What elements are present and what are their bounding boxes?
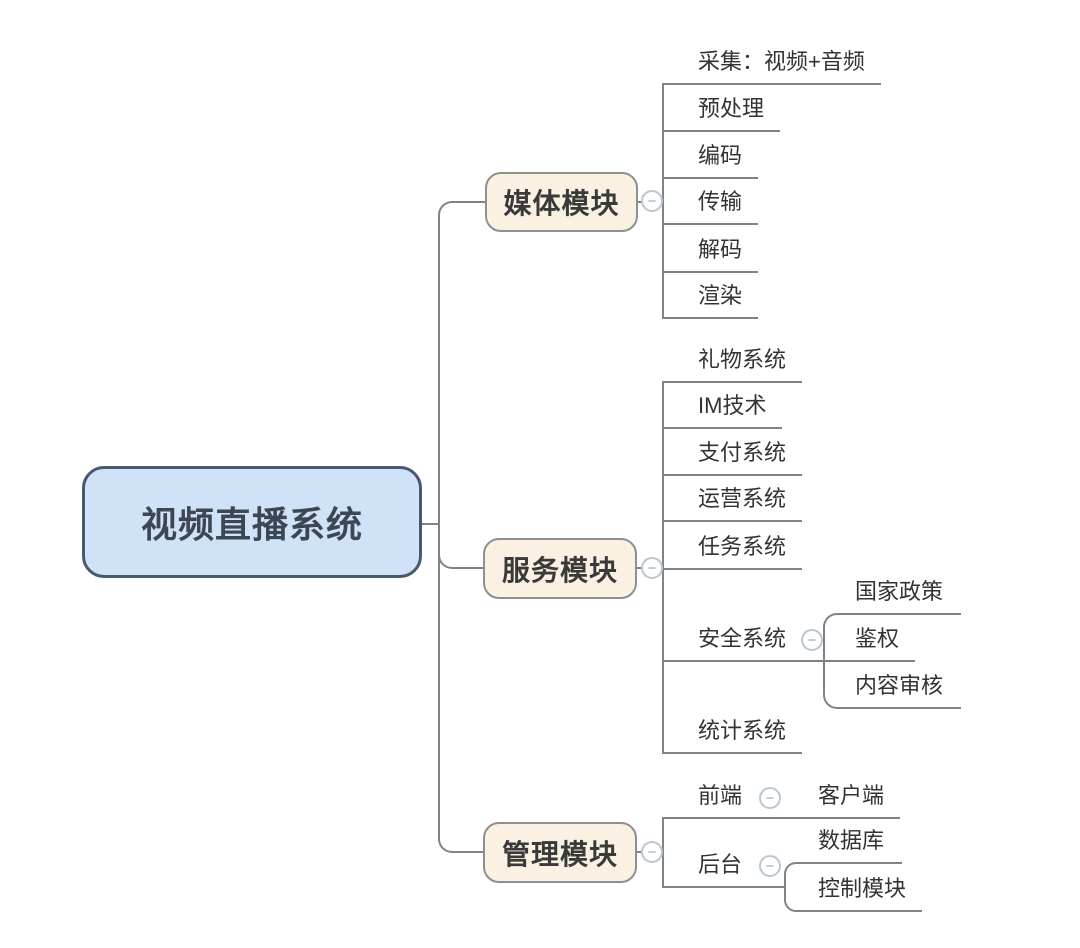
topic-statistics-system[interactable]: 统计系统 [663,716,803,754]
topic-render[interactable]: 渲染 [663,281,759,319]
topic-operation-system[interactable]: 运营系统 [663,484,803,522]
topic-national-policy[interactable]: 国家政策 [855,579,944,604]
branch-node-service[interactable]: 服务模块 [483,538,637,599]
branch-node-management[interactable]: 管理模块 [483,822,637,883]
minus-icon: − [647,192,657,210]
minus-icon: − [647,843,657,861]
root-node-label: 视频直播系统 [140,504,363,545]
topic-content-review[interactable]: 内容审核 [855,673,944,698]
minus-icon: − [807,631,817,649]
connector-service-curve [438,554,483,569]
connector-control-module-ext [884,910,922,912]
topic-database[interactable]: 数据库 [818,828,885,853]
topic-frontend[interactable]: 前端 [663,781,790,819]
topic-backend[interactable]: 后台 [663,850,784,888]
collapse-button-backend[interactable]: − [759,855,781,877]
collapse-button-frontend[interactable]: − [759,787,781,809]
topic-client[interactable]: 客户端 [790,781,901,819]
connector-root-trunk [422,523,438,525]
connector-media-spine [662,83,664,319]
topic-decode[interactable]: 解码 [663,235,759,273]
root-node[interactable]: 视频直播系统 [82,466,422,578]
topic-task-system[interactable]: 任务系统 [663,532,803,570]
connector-trunk-top-curve [438,201,485,216]
collapse-button-security[interactable]: − [801,629,823,651]
topic-security-system[interactable]: 安全系统 [663,624,823,662]
minus-icon: − [647,559,657,577]
branch-node-management-label: 管理模块 [501,838,618,870]
topic-transmit[interactable]: 传输 [663,187,759,225]
topic-authentication[interactable]: 鉴权 [823,624,916,662]
collapse-button-service[interactable]: − [641,557,663,579]
minus-icon: − [765,857,775,875]
connector-service-spine [662,381,664,754]
topic-preprocess[interactable]: 预处理 [663,94,781,132]
branch-node-service-label: 服务模块 [501,554,618,586]
topic-im-tech[interactable]: IM技术 [663,391,783,429]
topic-gift-system[interactable]: 礼物系统 [663,345,803,383]
collapse-button-management[interactable]: − [641,841,663,863]
collapse-button-media[interactable]: − [641,190,663,212]
topic-encode[interactable]: 编码 [663,141,759,179]
topic-control-module[interactable]: 控制模块 [818,876,907,901]
connector-trunk [438,214,440,838]
branch-node-media-label: 媒体模块 [503,188,620,219]
branch-node-media[interactable]: 媒体模块 [485,172,638,232]
minus-icon: − [765,789,775,807]
connector-backend-bracket [784,862,902,912]
connector-trunk-bottom-curve [438,838,485,853]
connector-management-spine [662,817,664,888]
topic-capture[interactable]: 采集：视频+音频 [663,47,881,85]
topic-payment-system[interactable]: 支付系统 [663,438,803,476]
